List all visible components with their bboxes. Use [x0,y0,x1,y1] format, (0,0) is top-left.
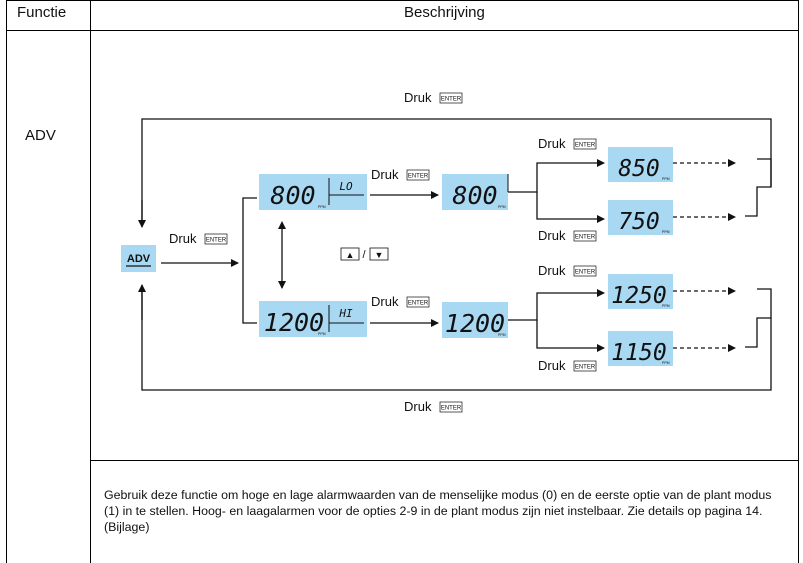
table-header-divider [6,30,799,31]
diagram-press_word: Druk [538,136,566,151]
diagram-ppm_unit: PPM [498,333,506,337]
diagram-enter_key: ENTER [575,365,596,371]
diagram-ppm_unit: PPM [662,361,670,365]
header-function: Functie [17,4,67,21]
diagram-ppm_unit: PPM [662,304,670,308]
high-fork [508,289,605,321]
press-enter-1250: Druk ENTER [538,263,597,278]
press-enter-850: Druk ENTER [538,136,597,151]
diagram-press_word: Druk [404,399,432,414]
press-enter-adv: Druk ENTER [169,231,228,246]
diagram-ppm_unit: PPM [662,177,670,181]
diagram-ppm_unit: PPM [318,205,326,209]
table-right-border [798,0,799,563]
up-down-keys: ▲ / ▼ [340,247,389,261]
adv-icon-label: ADV [127,253,151,265]
lcd-low-value: 800 PPM [442,174,509,210]
diagram-separator: / [362,249,366,261]
lcd-high-value-text: 1200 [445,309,505,338]
diagram-high_branch-options-1: 1150 [611,340,666,366]
diagram-press_word: Druk [371,294,399,309]
lcd-high-value: 1200 PPM [442,302,508,338]
function-description: Gebruik deze functie om hoge en lage ala… [104,488,772,534]
diagram-press_word: Druk [169,231,197,246]
diagram-enter_key: ENTER [575,235,596,241]
table-row-divider [90,460,799,461]
diagram-enter_key: ENTER [206,238,227,244]
bottom-loop-line [141,290,772,391]
top-loop-line [141,118,772,225]
lcd-low-mode-tag: LO [339,180,353,193]
diagram-press_word: Druk [538,228,566,243]
top-bracket [745,158,772,217]
branch-fork [242,197,257,324]
press-enter-bottom: Druk ENTER [404,399,463,414]
lcd-option-750: 750 PPM [608,200,673,235]
diagram-enter_key: ENTER [441,406,462,412]
header-description: Beschrijving [404,4,485,21]
press-enter-750: Druk ENTER [538,228,597,243]
diagram-press_word: Druk [371,167,399,182]
diagram-press_word: Druk [538,263,566,278]
lcd-high-mode-value: 1200 [264,308,324,337]
function-name: ADV [25,127,56,144]
diagram-down_arrow: ▼ [375,250,384,260]
diagram-ppm_unit: PPM [662,230,670,234]
table-top-border [6,0,799,1]
lcd-option-850: 850 PPM [608,147,673,182]
lcd-high-mode-tag: HI [338,307,353,320]
bottom-bracket [745,288,772,348]
diagram-enter_key: ENTER [575,270,596,276]
low-fork [508,159,605,193]
diagram-ppm_unit: PPM [318,332,326,336]
diagram-low_branch-options-1: 750 [618,209,660,235]
press-enter-low: Druk ENTER [371,167,430,182]
lcd-high-mode: 1200 HI PPM [259,301,367,337]
press-enter-top: Druk ENTER [404,90,463,105]
diagram-enter_key: ENTER [441,97,462,103]
lcd-option-1150: 1150 PPM [608,331,673,366]
lcd-option-1250: 1250 PPM [608,274,673,309]
lcd-low-mode: 800 LO PPM [259,174,367,210]
diagram-enter_key: ENTER [575,143,596,149]
diagram-up_arrow: ▲ [346,250,355,260]
press-enter-high: Druk ENTER [371,294,430,309]
diagram-low_branch-options-0: 850 [618,156,660,182]
low-fork-down [536,192,605,223]
diagram-high_branch-options-0: 1250 [611,283,666,309]
table-column-divider [90,0,91,563]
diagram-enter_key: ENTER [408,174,429,180]
diagram-enter_key: ENTER [408,301,429,307]
press-enter-1150: Druk ENTER [538,358,597,373]
lcd-low-mode-value: 800 [270,181,315,210]
lcd-low-value-text: 800 [452,181,497,210]
diagram-press_word: Druk [404,90,432,105]
diagram-ppm_unit: PPM [498,205,506,209]
high-fork-down [536,320,605,352]
adv-icon-box [121,245,156,272]
diagram-press_word: Druk [538,358,566,373]
table-left-border [6,0,7,563]
